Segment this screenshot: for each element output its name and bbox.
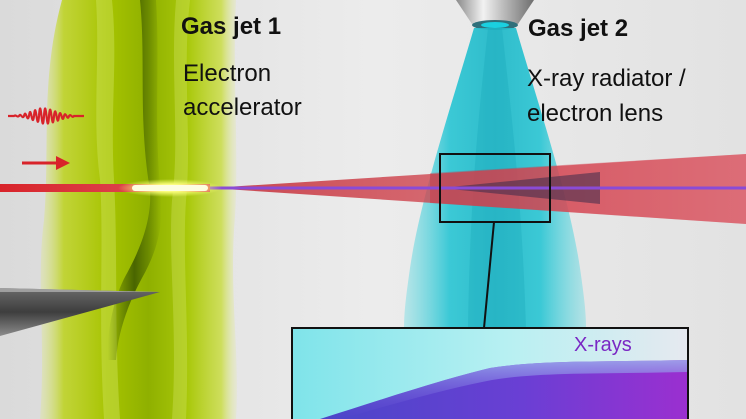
gas-jet-2-line1: X-ray radiator / [527,65,686,92]
laser-pulse-icon [8,107,84,125]
zoom-connector [483,221,495,329]
electron-bunch-glow [118,179,222,197]
gas-jet-1-line2: accelerator [183,94,302,121]
gas-nozzle-icon [456,0,534,30]
gas-jet-1-title: Gas jet 1 [181,13,282,40]
xray-label: X-rays [574,334,632,356]
blade-highlight [0,288,160,292]
gas-jet-2-title: Gas jet 2 [528,15,629,42]
blade [0,288,160,336]
inset-panel [291,327,689,419]
arrow-right-icon [22,156,70,170]
gas-jet-2-line2: electron lens [527,100,664,127]
zoom-box [439,153,551,223]
gas-jet-1-plume [40,0,237,419]
gas-jet-1-line1: Electron [183,60,272,87]
